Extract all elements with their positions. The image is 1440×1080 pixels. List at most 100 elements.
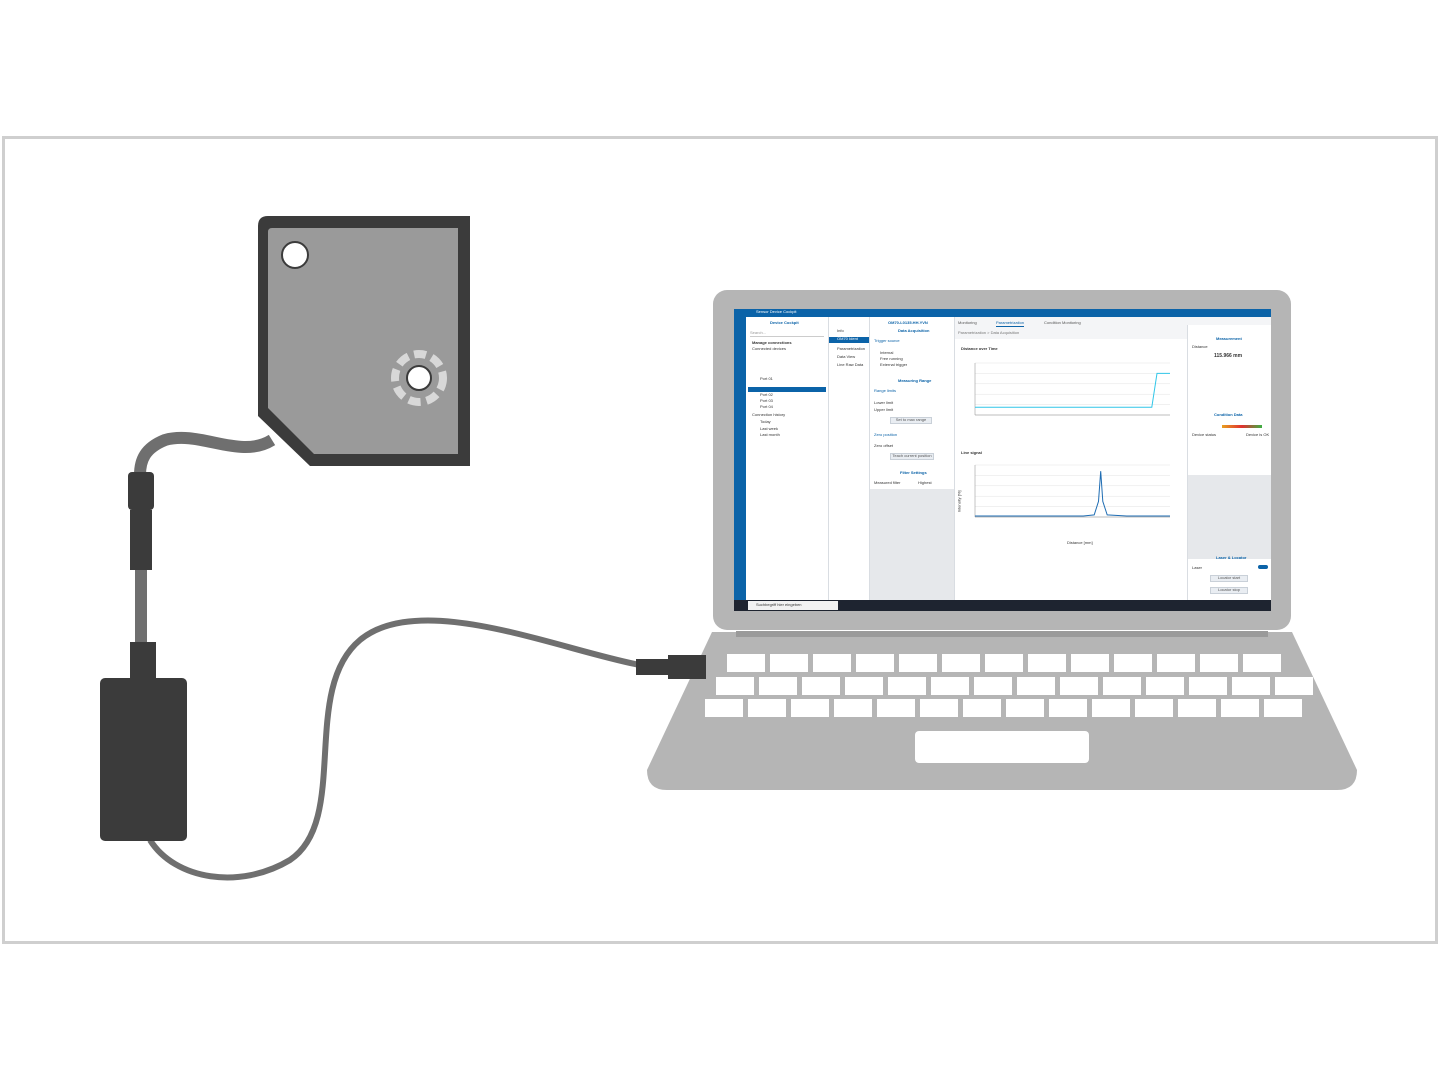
series-line: [975, 372, 1170, 408]
locator-start-button[interactable]: Locator start: [1210, 575, 1248, 582]
keyboard-key: [1114, 654, 1152, 672]
menu-item-data-view[interactable]: Data View: [837, 354, 856, 359]
laser-toggle[interactable]: [1258, 565, 1268, 569]
distance-over-time-chart[interactable]: [955, 359, 1187, 429]
panel-empty-area: [1188, 475, 1271, 559]
menu-item-ident[interactable]: OM70 Ident: [829, 336, 869, 343]
keyboard-key: [1264, 699, 1302, 717]
optic-ring: [391, 350, 447, 406]
keyboard-key: [748, 699, 786, 717]
keyboard-key: [1017, 677, 1055, 695]
menu-item-info[interactable]: Info: [837, 328, 844, 333]
trigger-option-external[interactable]: External trigger: [880, 362, 908, 367]
taskbar-search-input[interactable]: Suchbegriff hier eingeben: [756, 602, 802, 607]
distance-label: Distance: [1192, 344, 1208, 349]
manage-connections-link[interactable]: Manage connections: [752, 340, 792, 345]
keyboard-key: [1178, 699, 1216, 717]
charts-area: Distance over Time Line signal Distance …: [955, 339, 1187, 600]
device-status-value: Device is OK: [1246, 432, 1270, 437]
keyboard-key: [834, 699, 872, 717]
line-signal-chart[interactable]: [955, 461, 1187, 531]
keyboard-key: [770, 654, 808, 672]
keyboard-key: [1189, 677, 1227, 695]
filter-select[interactable]: Highest: [918, 480, 932, 485]
keyboard-key: [1146, 677, 1184, 695]
history-item[interactable]: Today: [760, 419, 771, 424]
mounting-hole: [281, 241, 309, 269]
device-menu-panel: Info OM70 Ident Parametrization Data Vie…: [829, 317, 870, 600]
keyboard-key: [705, 699, 743, 717]
filter-settings-heading: Filter Settings: [900, 470, 927, 475]
measurement-panel: Measurement Distance 115.966 mm Conditio…: [1187, 325, 1271, 600]
optic-lens: [406, 365, 432, 391]
keyboard-key: [716, 677, 754, 695]
series-line: [975, 471, 1170, 517]
chart-axes: [974, 363, 1170, 416]
keyboard-key: [1060, 677, 1098, 695]
line-signal-xlabel: Distance [mm]: [1067, 540, 1093, 545]
keyboard-key: [856, 654, 894, 672]
line-signal-title: Line signal: [961, 450, 982, 455]
menu-item-parametrization[interactable]: Parametrization: [837, 346, 866, 351]
history-item[interactable]: Last month: [760, 432, 780, 437]
upper-limit-label: Upper limit: [874, 407, 894, 412]
keyboard-key: [1028, 654, 1066, 672]
condition-data-title: Condition Data: [1214, 412, 1243, 417]
keyboard-key: [791, 699, 829, 717]
device-tree-item[interactable]: Port 02: [760, 392, 773, 397]
trigger-source-label: Trigger source: [874, 338, 900, 343]
keyboard-key: [1275, 677, 1313, 695]
laser-locator-title: Laser & Locator: [1216, 555, 1247, 560]
trigger-option-free-running[interactable]: Free running: [880, 356, 903, 361]
keyboard-key: [845, 677, 883, 695]
keyboard-key: [963, 699, 1001, 717]
keyboard-key: [974, 677, 1012, 695]
breadcrumb: Parametrization > Data Acquisition: [958, 330, 1020, 335]
left-rail[interactable]: [734, 317, 746, 600]
measurement-title: Measurement: [1216, 336, 1242, 341]
connector-sleeve: [130, 510, 152, 570]
device-status-label: Device status: [1192, 432, 1217, 437]
measuring-range-heading: Measuring Range: [898, 378, 932, 383]
set-max-range-button[interactable]: Set to max range: [890, 417, 932, 424]
device-search-input[interactable]: Search...: [750, 330, 824, 337]
locator-stop-button[interactable]: Locator stop: [1210, 587, 1248, 594]
keyboard-key: [931, 677, 969, 695]
device-tree-item-selected[interactable]: [748, 387, 826, 392]
panel-empty-area: [870, 489, 954, 600]
taskbar-search-box[interactable]: [748, 601, 838, 610]
keyboard-key: [1092, 699, 1130, 717]
keyboard-key: [1157, 654, 1195, 672]
lower-limit-label: Lower limit: [874, 400, 894, 405]
chart-axes: [974, 465, 1170, 518]
keyboard-key: [1006, 699, 1044, 717]
touchpad: [915, 731, 1089, 763]
m12-connector: [128, 472, 154, 510]
device-tree-item[interactable]: Port 01: [760, 376, 773, 381]
sensor-cable: [134, 431, 276, 476]
distance-value: 115.966 mm: [1214, 353, 1243, 359]
zero-position-label: Zero position: [874, 432, 898, 437]
menu-item-line-raw-data[interactable]: Line Raw Data: [837, 362, 864, 367]
power-supply: [100, 678, 187, 841]
keyboard-key: [727, 654, 765, 672]
keyboard-key: [802, 677, 840, 695]
keyboard-key: [1135, 699, 1173, 717]
device-cockpit-title: Device Cockpit: [770, 320, 799, 325]
device-tree-item[interactable]: Port 03: [760, 398, 773, 403]
keyboard-key: [1243, 654, 1281, 672]
keyboard: [705, 654, 1313, 717]
tab-condition-monitoring[interactable]: Condition Monitoring: [1044, 320, 1081, 325]
trigger-option-internal[interactable]: Internal: [880, 350, 894, 355]
teach-zero-button[interactable]: Teach current position: [890, 453, 934, 460]
tab-parametrization[interactable]: Parametrization: [996, 320, 1025, 327]
app-title: Sensor Device Cockpit: [756, 309, 797, 314]
device-title: OM70-L0135.HH.YVN: [888, 320, 928, 325]
keyboard-key: [877, 699, 915, 717]
history-item[interactable]: Last week: [760, 426, 779, 431]
data-acquisition-heading: Data Acquisition: [898, 328, 930, 333]
keyboard-key: [1049, 699, 1087, 717]
device-tree-item[interactable]: Port 04: [760, 404, 773, 409]
connection-history-heading: Connection history: [752, 412, 786, 417]
tab-monitoring[interactable]: Monitoring: [958, 320, 977, 325]
